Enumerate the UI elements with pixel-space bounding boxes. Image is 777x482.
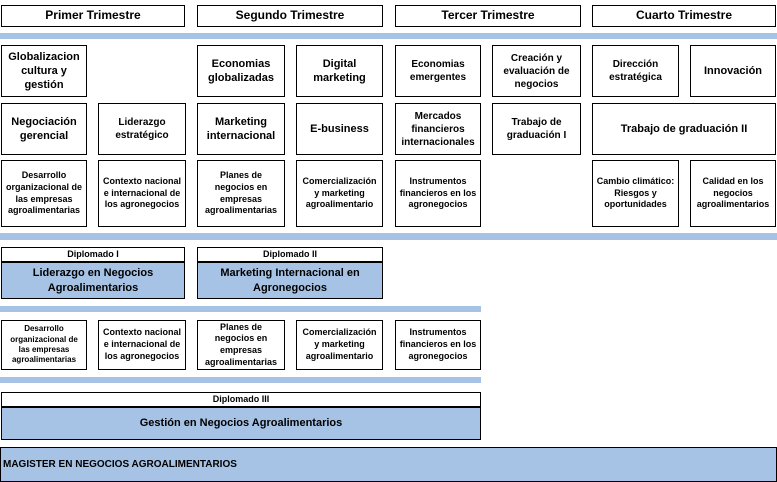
diplomado-3-label: Diplomado III (1, 392, 481, 407)
course-trabajo-graduacion-2: Trabajo de graduación II (592, 103, 776, 155)
course-planes-negocios-2: Planes de negocios en empresas agroalime… (197, 320, 285, 370)
course-mercados-financieros: Mercados financieros internacionales (395, 103, 481, 155)
header-tercer-trimestre: Tercer Trimestre (395, 5, 581, 27)
course-economias-emergentes: Economias emergentes (395, 45, 481, 97)
course-calidad-negocios: Calidad en los negocios agroalimentarios (690, 160, 776, 227)
course-marketing-internacional: Marketing internacional (197, 103, 285, 155)
course-creacion-evaluacion: Creación y evaluación de negocios (492, 45, 581, 97)
course-planes-negocios: Planes de negocios en empresas agroalime… (197, 160, 285, 227)
header-segundo-trimestre: Segundo Trimestre (197, 5, 383, 27)
course-negociacion-gerencial: Negociación gerencial (1, 103, 87, 155)
course-economias-globalizadas: Economias globalizadas (197, 45, 285, 97)
course-trabajo-graduacion-1: Trabajo de graduación I (492, 103, 581, 155)
middle-band (0, 233, 777, 240)
course-e-business: E-business (296, 103, 383, 155)
diplomado-2-title: Marketing Internacional en Agronegocios (197, 262, 383, 299)
header-primer-trimestre: Primer Trimestre (1, 5, 185, 27)
course-liderazgo-estrategico: Liderazgo estratégico (98, 103, 186, 155)
course-desarrollo-organizacional: Desarrollo organizacional de las empresa… (1, 160, 87, 227)
diplomado-1-label: Diplomado I (1, 247, 185, 262)
course-instrumentos-financieros-2: Instrumentos financieros en los agronego… (395, 320, 481, 370)
diplomado-band-1 (0, 306, 481, 312)
course-comercializacion-2: Comercialización y marketing agroaliment… (296, 320, 383, 370)
course-globalizacion: Globalizacion cultura y gestión (1, 45, 87, 97)
course-contexto-nacional: Contexto nacional e internacional de los… (98, 160, 186, 227)
diplomado-2-label: Diplomado II (197, 247, 383, 262)
course-innovacion: Innovación (690, 45, 776, 97)
magister-banner: MAGISTER EN NEGOCIOS AGROALIMENTARIOS (0, 447, 777, 482)
course-contexto-nacional-2: Contexto nacional e internacional de los… (98, 320, 186, 370)
course-digital-marketing: Digital marketing (296, 45, 383, 97)
course-desarrollo-organizacional-2: Desarrollo organizacional de las empresa… (1, 320, 87, 370)
diplomado-1-title: Liderazgo en Negocios Agroalimentarios (1, 262, 185, 299)
course-cambio-climatico: Cambio climático: Riesgos y oportunidade… (592, 160, 679, 227)
diplomado-3-title: Gestión en Negocios Agroalimentarios (1, 407, 481, 440)
top-band (0, 33, 777, 39)
header-cuarto-trimestre: Cuarto Trimestre (592, 5, 776, 27)
diplomado-band-2 (0, 377, 481, 383)
course-direccion-estrategica: Dirección estratégica (592, 45, 679, 97)
course-comercializacion: Comercialización y marketing agroaliment… (296, 160, 383, 227)
course-instrumentos-financieros: Instrumentos financieros en los agronego… (395, 160, 481, 227)
